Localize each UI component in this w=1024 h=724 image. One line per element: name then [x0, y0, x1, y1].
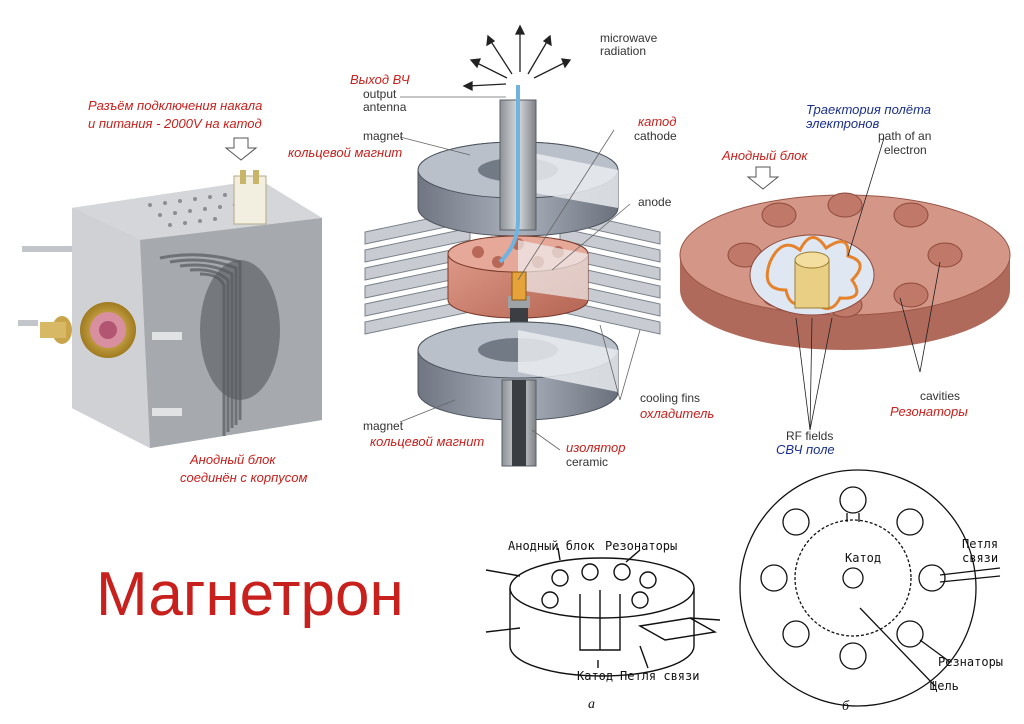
- insulator-en-label: ceramic: [566, 455, 609, 469]
- sketch-a-caption: а: [588, 697, 595, 712]
- sketch-b-caption: б: [842, 699, 850, 714]
- anode-block-title: Анодный блок: [722, 148, 808, 163]
- path-en-label-2: electron: [884, 143, 927, 157]
- connector-arrow-icon: [224, 137, 258, 161]
- sketch-b-loop-label: Петля: [962, 537, 999, 551]
- connector-label-line2: и питания - 2000V на катод: [88, 116, 262, 131]
- magnetron-photo: [18, 137, 322, 448]
- photo-anode-label: Анодный блок: [190, 452, 276, 467]
- sketch-b-slot-label: Щель: [930, 679, 959, 693]
- anode-block-diagram: [679, 137, 1011, 431]
- cathode-en-label: cathode: [634, 129, 677, 143]
- fins-en-label: cooling fins: [640, 391, 701, 405]
- output-ru-label: Выход ВЧ: [350, 72, 410, 87]
- sketch-a-loop-label: Петля связи: [620, 669, 700, 683]
- rf-en-label: RF fields: [786, 429, 834, 443]
- magnetron-cutaway: [364, 24, 661, 467]
- radiation-label: microwave: [600, 31, 658, 45]
- anode-block-arrow-icon: [746, 166, 780, 190]
- magnet-top-en-label: magnet: [363, 129, 404, 143]
- fins-ru-label: охладитель: [640, 406, 715, 421]
- sketch-b-diagram: [739, 469, 1001, 707]
- sketch-a-anode-label: Анодный блок: [508, 539, 595, 553]
- anode-en-label: anode: [638, 195, 672, 209]
- trajectory-ru-label-2: электронов: [806, 116, 880, 131]
- magnet-top-ru-label: кольцевой магнит: [288, 145, 403, 160]
- magnet-bottom-en-label: magnet: [363, 419, 404, 433]
- sketch-a-resonators-label: Резонаторы: [605, 539, 678, 553]
- magnet-bottom-ru-label: кольцевой магнит: [370, 434, 485, 449]
- radiation-arrows-icon: [462, 24, 572, 92]
- connector-label: Разъём подключения накала: [88, 98, 263, 113]
- output-en-label-2: antenna: [363, 100, 407, 114]
- sketch-a-cathode-label: Катод: [577, 669, 614, 683]
- insulator-ru-label: изолятор: [566, 440, 626, 455]
- radiation-label-2: radiation: [600, 44, 647, 58]
- cavities-en-label: cavities: [920, 389, 961, 403]
- sketch-b-loop-label-2: связи: [962, 551, 999, 565]
- sketch-b-cathode-label: Катод: [845, 551, 882, 565]
- cavities-ru-label: Резонаторы: [890, 404, 968, 419]
- page-title: Магнетрон: [96, 560, 404, 629]
- cathode-ru-label: катод: [638, 114, 677, 129]
- sketch-a-diagram: [485, 547, 721, 677]
- sketch-b-resonators-label: Резнаторы: [938, 655, 1004, 669]
- rf-ru-label: СВЧ поле: [776, 442, 835, 457]
- trajectory-ru-label: Траектория полёта: [806, 102, 931, 117]
- output-en-label: output: [363, 87, 397, 101]
- photo-anode-label-line2: соединён с корпусом: [180, 470, 308, 485]
- path-en-label: path of an: [878, 129, 932, 143]
